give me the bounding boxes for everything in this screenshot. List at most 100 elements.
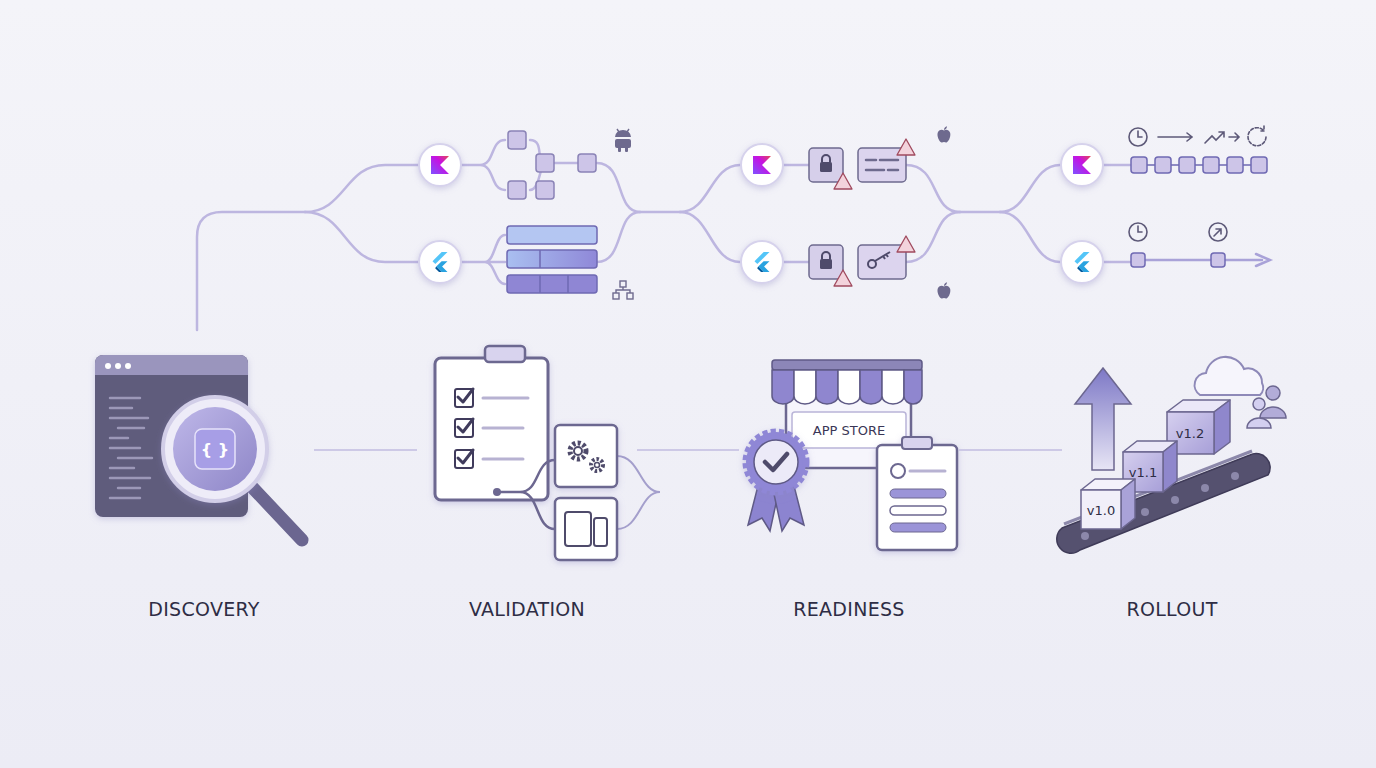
test-boxes bbox=[493, 488, 501, 496]
rollout-timeline bbox=[1211, 253, 1225, 267]
stage-node: VALIDATION bbox=[417, 340, 637, 630]
rollout-timeline bbox=[1131, 157, 1267, 267]
module-graph bbox=[508, 181, 526, 199]
pipeline-line bbox=[1256, 254, 1270, 266]
lock-icon bbox=[820, 162, 832, 172]
warning-icon bbox=[834, 139, 915, 286]
apple-icon bbox=[937, 126, 950, 298]
checklist-clipboard bbox=[485, 346, 525, 362]
rollout-timeline bbox=[1205, 132, 1224, 143]
platform-circle bbox=[741, 144, 783, 186]
code-window bbox=[125, 363, 131, 369]
pipeline-line bbox=[305, 165, 418, 212]
warning-icon bbox=[834, 173, 852, 189]
rollout-timeline bbox=[1251, 157, 1267, 173]
checklist-clipboard bbox=[455, 389, 473, 407]
rollout-timeline bbox=[1129, 223, 1147, 241]
conveyor-belt bbox=[1057, 451, 1270, 553]
warning-icon bbox=[897, 139, 915, 155]
pipeline-line bbox=[1104, 165, 1130, 262]
network-icon bbox=[620, 281, 626, 287]
pipeline-line bbox=[1146, 259, 1262, 262]
version-package bbox=[1081, 400, 1230, 529]
cloud-users bbox=[1247, 418, 1271, 428]
code-glyph: { } bbox=[201, 440, 229, 459]
version-package bbox=[1163, 441, 1177, 492]
magnifier bbox=[173, 407, 257, 491]
module-graph bbox=[536, 154, 554, 172]
lock-icon bbox=[820, 259, 832, 269]
release-checklist bbox=[890, 523, 946, 532]
cloud-users bbox=[1260, 407, 1286, 418]
version-label: v1.1 bbox=[1129, 465, 1157, 480]
test-boxes bbox=[565, 512, 591, 546]
network-icon bbox=[613, 293, 619, 299]
stage-node: READINESS bbox=[739, 340, 959, 630]
magnifier bbox=[163, 397, 267, 501]
checklist-clipboard bbox=[455, 389, 473, 468]
test-boxes bbox=[574, 447, 582, 455]
approval-badge bbox=[746, 432, 806, 531]
code-window bbox=[105, 363, 111, 369]
checklist-clipboard bbox=[458, 450, 473, 463]
store-front bbox=[794, 370, 816, 404]
network-icon bbox=[613, 281, 633, 299]
layer-bars bbox=[507, 250, 597, 268]
pipeline-line bbox=[906, 212, 960, 262]
android-icon bbox=[625, 147, 628, 152]
platform-logo bbox=[431, 156, 449, 174]
pipeline-line bbox=[906, 165, 960, 212]
rollout-timeline bbox=[1147, 164, 1251, 166]
stage-connector bbox=[959, 449, 1062, 451]
pipeline-line bbox=[597, 163, 640, 212]
rollout-timeline bbox=[1248, 126, 1266, 146]
network-icon bbox=[616, 287, 630, 293]
layer-bars bbox=[507, 226, 597, 244]
rollout-timeline bbox=[1214, 229, 1221, 236]
test-boxes bbox=[555, 498, 617, 560]
test-boxes bbox=[617, 456, 660, 529]
test-boxes bbox=[594, 518, 607, 546]
apple-icon bbox=[937, 282, 950, 298]
layer-bars bbox=[540, 250, 568, 293]
stage-label: ROLLOUT bbox=[1126, 598, 1217, 620]
store-front bbox=[772, 360, 922, 370]
store-sign-text: APP STORE bbox=[813, 423, 885, 438]
config-card bbox=[866, 160, 898, 170]
network-icon bbox=[627, 293, 633, 299]
store-front bbox=[882, 370, 904, 404]
pipeline-line bbox=[640, 211, 680, 214]
store-front bbox=[904, 370, 922, 404]
lock-icon bbox=[809, 245, 843, 279]
approval-badge bbox=[765, 454, 787, 470]
pipeline-line bbox=[197, 140, 1270, 330]
release-checklist bbox=[891, 464, 905, 478]
test-boxes bbox=[591, 459, 603, 471]
store-front bbox=[772, 370, 794, 404]
android-icon bbox=[615, 129, 631, 152]
platform-logo bbox=[753, 156, 771, 174]
store-sign-text: APP STORE bbox=[813, 423, 885, 438]
test-boxes bbox=[570, 443, 586, 459]
checklist-clipboard bbox=[455, 450, 473, 468]
config-card bbox=[868, 260, 876, 268]
cloud-users bbox=[1253, 398, 1265, 410]
stage-node: ROLLOUT bbox=[1062, 340, 1282, 630]
checklist-clipboard bbox=[483, 398, 528, 459]
test-boxes bbox=[497, 460, 555, 529]
version-label: v1.1 bbox=[1129, 465, 1157, 480]
platform-logo bbox=[1075, 252, 1090, 272]
layer-bars bbox=[507, 226, 597, 293]
warning-icon bbox=[834, 270, 852, 286]
release-checklist bbox=[877, 437, 957, 550]
test-boxes bbox=[493, 425, 660, 560]
stage-label: DISCOVERY bbox=[148, 598, 259, 620]
version-package bbox=[1121, 479, 1135, 529]
rollout-timeline bbox=[1179, 157, 1195, 173]
code-window bbox=[95, 355, 248, 375]
rollout-timeline bbox=[1229, 133, 1239, 141]
module-graph bbox=[536, 181, 554, 199]
version-package bbox=[1081, 490, 1121, 529]
